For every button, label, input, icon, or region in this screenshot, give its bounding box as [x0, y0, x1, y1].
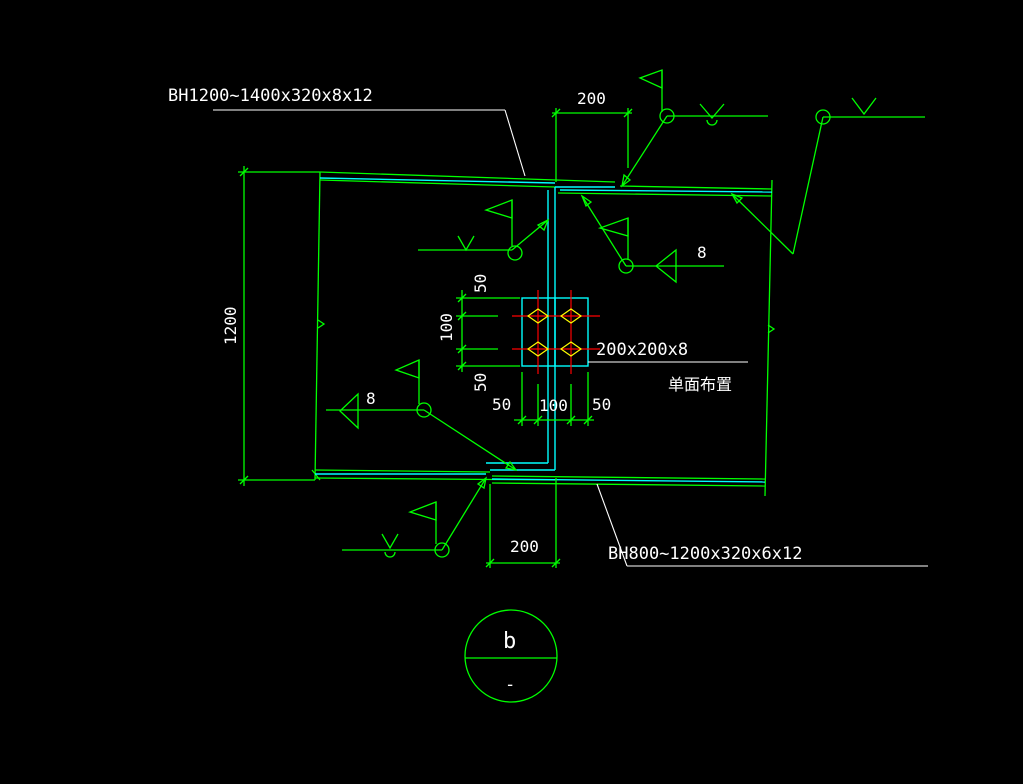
weld-symbol-top-flange — [621, 69, 768, 188]
lower-beam-callout: BH800~1200x320x6x12 — [596, 483, 928, 567]
bolt-hole — [526, 341, 550, 357]
single-side-note: 单面布置 — [668, 375, 732, 394]
left-weld-size: 8 — [366, 389, 376, 408]
lower-beam-label: BH800~1200x320x6x12 — [608, 544, 802, 564]
bolt-hole — [559, 308, 583, 324]
section-mark-top: b — [503, 629, 516, 654]
weld-symbol-web-upper-left — [418, 199, 550, 261]
weld-symbol-top-right — [730, 97, 925, 255]
weld-symbol-web-upper-right: 8 — [580, 194, 724, 284]
upper-beam-callout: BH1200~1400x320x8x12 — [168, 86, 526, 177]
right-weld-size: 8 — [697, 243, 707, 262]
bolt-group — [512, 290, 600, 374]
upper-beam-label: BH1200~1400x320x8x12 — [168, 86, 373, 106]
plate-label: 200x200x8 — [596, 340, 688, 360]
bolt-hole — [526, 308, 550, 324]
bolt-horizontal-dimensions: 50 100 50 — [492, 372, 611, 426]
bottom-200-dimension: 200 — [485, 478, 561, 568]
weld-symbol-web-lower-left: 8 — [326, 359, 518, 471]
bolt-v-50-top: 50 — [471, 274, 490, 293]
bolt-vertical-dimensions: 50 100 50 — [437, 274, 520, 392]
connection-plate — [521, 297, 589, 367]
height-1200-label: 1200 — [221, 306, 240, 345]
bolt-hole — [559, 341, 583, 357]
bolt-h-100: 100 — [539, 396, 568, 415]
top-200-label: 200 — [577, 89, 606, 108]
top-200-dimension: 200 — [551, 89, 633, 182]
bolt-h-50-right: 50 — [592, 395, 611, 414]
bolt-v-100: 100 — [437, 313, 456, 342]
left-beam-outline — [311, 171, 616, 481]
right-beam-outline — [491, 179, 776, 497]
plate-callout: 200x200x8 单面布置 — [588, 340, 748, 394]
bolt-v-50-bottom: 50 — [471, 373, 490, 392]
bolt-h-50-left: 50 — [492, 395, 511, 414]
weld-symbol-bottom-flange — [342, 476, 487, 558]
height-1200-dimension: 1200 — [221, 166, 320, 486]
bottom-200-label: 200 — [510, 537, 539, 556]
section-mark-bottom: - — [505, 675, 515, 695]
section-mark: b - — [464, 609, 558, 703]
